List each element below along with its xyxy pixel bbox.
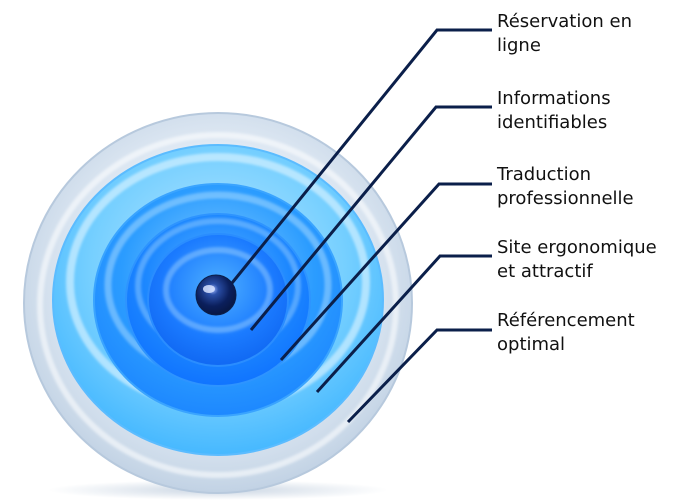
ring-core-highlight [163, 247, 273, 333]
label-traduction-line2: professionnelle [497, 188, 634, 209]
label-traduction-line1: Traduction [496, 164, 591, 185]
label-informations: Informations identifiables [497, 88, 616, 133]
leader-line-traduction [279, 182, 492, 362]
label-referencement-line2: optimal [497, 334, 565, 355]
label-site: Site ergonomique et attractif [497, 237, 662, 282]
leader-lines [230, 28, 492, 424]
label-referencement: Référencement optimal [497, 310, 640, 355]
label-site-line2: et attractif [497, 261, 593, 282]
center-sphere [195, 274, 237, 316]
label-informations-line2: identifiables [497, 112, 607, 133]
labels: Réservation en ligne Informations identi… [496, 11, 662, 355]
leader-line-reservation [230, 28, 492, 284]
leader-line-site [315, 254, 492, 394]
label-reservation-line1: Réservation en [497, 11, 632, 32]
center-sphere-highlight [203, 285, 215, 293]
label-traduction: Traduction professionnelle [496, 164, 634, 209]
label-site-line1: Site ergonomique [497, 237, 657, 258]
leader-line-referencement [346, 328, 492, 424]
label-reservation: Réservation en ligne [497, 11, 638, 56]
leader-line-informations [249, 105, 492, 331]
label-reservation-line2: ligne [497, 35, 541, 56]
label-informations-line1: Informations [497, 88, 611, 109]
label-referencement-line1: Référencement [497, 310, 635, 331]
